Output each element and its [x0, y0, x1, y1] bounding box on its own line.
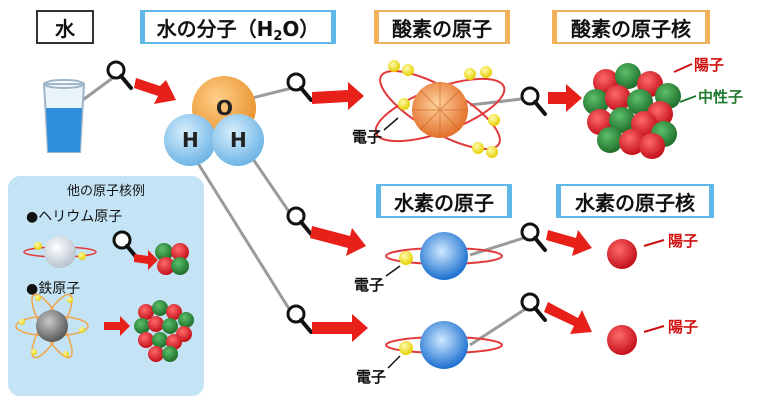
- arrow-icon: [548, 84, 582, 112]
- label-electron: 電子: [352, 128, 383, 146]
- other-nuclei-panel: 他の原子核例 ●ヘリウム原子 ●鉄原子: [8, 176, 204, 396]
- panel-title: 他の原子核例: [66, 184, 145, 199]
- title-oxygen-atom: 酸素の原子: [374, 10, 510, 44]
- atom-letter-h: H: [230, 128, 247, 152]
- magnifier-icon: [520, 86, 547, 116]
- iron-atom: [15, 293, 89, 359]
- arrow-icon: [312, 314, 368, 342]
- hydrogen-ball: [212, 114, 264, 166]
- arrow-icon: [310, 226, 366, 256]
- arrow-icon: [312, 82, 364, 110]
- electron-group: [388, 60, 500, 158]
- label-proton: 陽子: [668, 318, 699, 336]
- arrow-icon: [544, 302, 592, 334]
- helium-label: ●ヘリウム原子: [26, 209, 123, 225]
- atom-letter-h: H: [182, 128, 199, 152]
- label-proton: 陽子: [694, 56, 725, 74]
- hydrogen-atom: [385, 232, 503, 280]
- label-electron: 電子: [354, 276, 385, 294]
- magnifier-icon: [106, 60, 133, 90]
- magnifier-icon: [520, 292, 547, 322]
- helium-atom: [23, 236, 97, 268]
- arrow-icon: [104, 316, 130, 336]
- hydrogen-ball: [164, 114, 216, 166]
- helium-nucleus: [155, 243, 189, 275]
- title-molecule-suffix: O）: [282, 17, 320, 41]
- water-molecule: [164, 76, 264, 166]
- title-water-molecule: 水の分子（H2O）: [140, 10, 336, 44]
- label-ticks: [383, 117, 401, 369]
- magnifier-icon: [112, 230, 139, 260]
- magnifier-icon: [520, 222, 547, 252]
- magnifier-icon: [286, 206, 313, 236]
- water-glass-icon: [42, 79, 86, 153]
- electron: [399, 251, 413, 265]
- arrows: [134, 78, 592, 342]
- label-neutron: 中性子: [698, 88, 744, 106]
- arrow-icon: [134, 250, 158, 270]
- atom-letter-o: O: [216, 96, 234, 120]
- magnifier-icon: [286, 304, 313, 334]
- iron-label: ●鉄原子: [26, 281, 81, 297]
- hydrogen-nucleus: [607, 325, 665, 355]
- iron-nucleus: [134, 300, 194, 362]
- title-oxygen-nucleus: 酸素の原子核: [552, 10, 710, 44]
- label-electron: 電子: [356, 368, 387, 386]
- arrow-icon: [546, 230, 592, 256]
- title-hydrogen-atom: 水素の原子: [376, 184, 512, 218]
- oxygen-nucleus: [583, 63, 697, 159]
- title-hydrogen-nucleus: 水素の原子核: [556, 184, 714, 218]
- magnifier-icon: [286, 72, 313, 102]
- arrow-icon: [134, 78, 176, 104]
- electron: [399, 341, 413, 355]
- oxygen-atom: [374, 60, 506, 158]
- title-molecule-prefix: 水の分子（H: [156, 17, 274, 41]
- label-proton: 陽子: [668, 232, 699, 250]
- title-molecule-sub: 2: [273, 29, 283, 44]
- hydrogen-atom: [385, 321, 503, 369]
- hydrogen-nucleus: [607, 239, 665, 269]
- panel-illustrations: [15, 230, 194, 362]
- title-water: 水: [36, 10, 94, 44]
